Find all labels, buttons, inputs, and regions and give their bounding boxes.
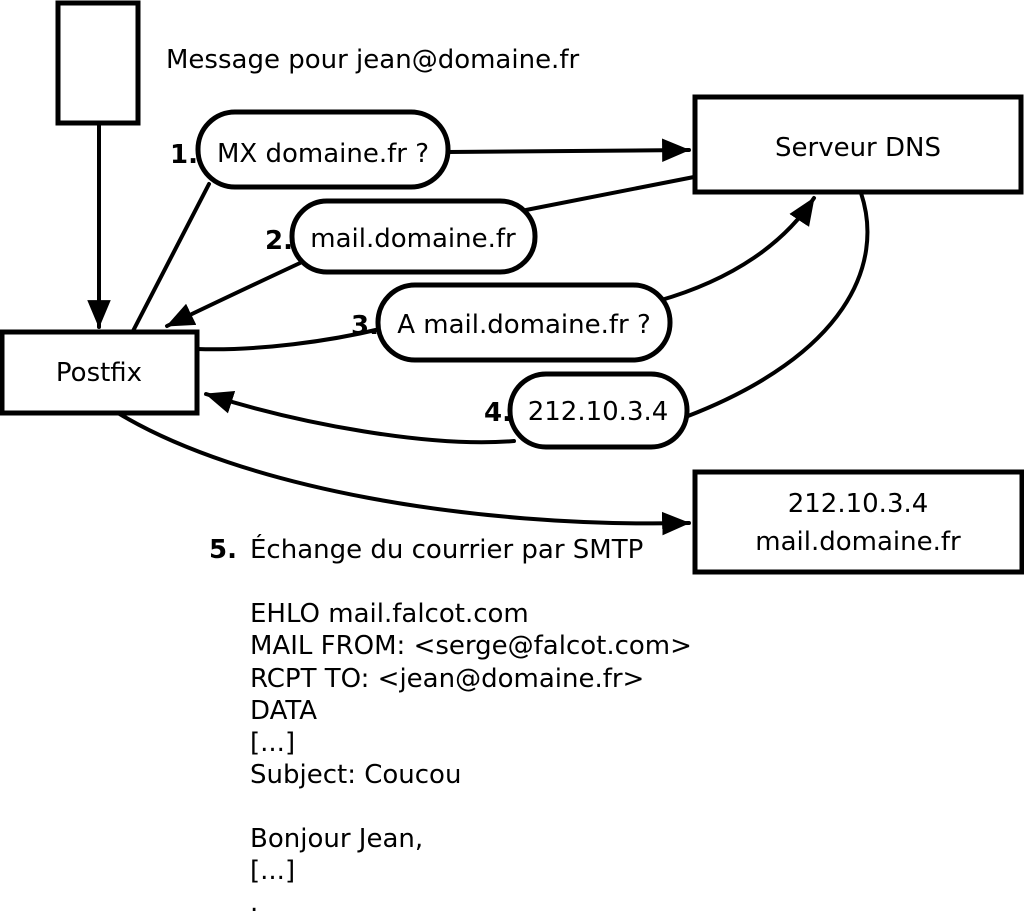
arrow-postfix-to-destination	[116, 411, 691, 536]
step1-pill	[195, 109, 451, 190]
smtp-session-line: MAIL FROM: <serge@falcot.com>	[250, 631, 692, 661]
smtp-session-line: [...]	[250, 856, 295, 886]
arrow-step4-to-postfix	[204, 390, 516, 445]
smtp-session-line: Subject: Coucou	[250, 760, 461, 790]
smtp-session-line: DATA	[250, 696, 317, 726]
line-dns-to-step4	[686, 191, 870, 418]
step4-number: 4.	[484, 398, 512, 428]
step3-number: 3.	[351, 311, 379, 341]
step1-number: 1.	[170, 140, 198, 170]
sender-box	[55, 0, 141, 126]
message-label: Message pour jean@domaine.fr	[166, 45, 579, 75]
line-postfix-to-step1	[131, 182, 211, 333]
step4-label: 212.10.3.4	[528, 397, 669, 427]
step2-pill	[289, 198, 538, 275]
postfix-box	[0, 329, 200, 416]
dns-server-box	[692, 94, 1024, 195]
step2-number: 2.	[265, 226, 293, 256]
line-dns-to-step2	[524, 175, 696, 212]
step1-label: MX domaine.fr ?	[217, 139, 429, 169]
step5-number: 5.	[209, 535, 237, 565]
smtp-session-line: RCPT TO: <jean@domaine.fr>	[250, 664, 644, 694]
arrow-step2-to-postfix	[165, 261, 302, 328]
arrow-step3-to-dns	[656, 196, 816, 303]
destination-ip: 212.10.3.4	[788, 489, 929, 519]
step4-pill	[507, 371, 690, 450]
dns-server-label: Serveur DNS	[775, 133, 941, 163]
step3-pill	[375, 282, 673, 363]
step5-label: Échange du courrier par SMTP	[250, 533, 643, 565]
step3-label: A mail.domaine.fr ?	[397, 310, 651, 340]
postfix-label: Postfix	[56, 358, 142, 388]
destination-box	[692, 469, 1024, 575]
destination-host: mail.domaine.fr	[755, 527, 961, 557]
step2-label: mail.domaine.fr	[310, 224, 516, 254]
smtp-session-line: EHLO mail.falcot.com	[250, 599, 529, 629]
smtp-session-line: [...]	[250, 728, 295, 758]
line-postfix-to-step3	[195, 327, 382, 352]
smtp-session-line: Bonjour Jean,	[250, 824, 423, 854]
arrow-step1-to-dns	[446, 138, 691, 162]
smtp-session-line: .	[250, 888, 258, 918]
smtp-session-block: EHLO mail.falcot.com MAIL FROM: <serge@f…	[250, 599, 692, 918]
